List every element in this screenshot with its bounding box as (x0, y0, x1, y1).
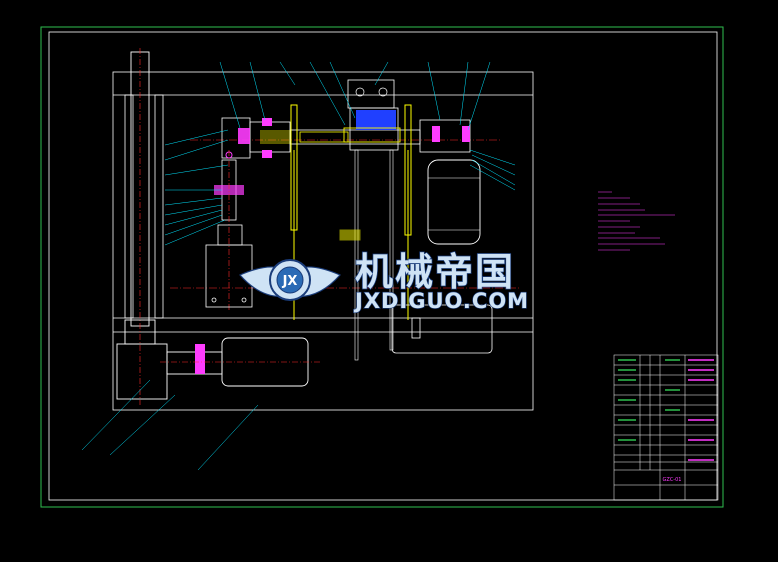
left-spindle (214, 150, 244, 310)
inner-border (48, 31, 718, 501)
top-shaft-assembly (221, 117, 421, 159)
watermark-logo-initials: JX (282, 274, 298, 289)
drawing-code: GZC-01 (663, 477, 682, 483)
watermark-text-cn: 机械帝国 (355, 250, 515, 294)
watermark-text-en: JXDIGUO.COM (353, 289, 529, 313)
leader-lines (81, 61, 516, 471)
outer-border (40, 26, 724, 508)
watermark-logo: JX (239, 259, 341, 301)
right-bearing-assembly (419, 119, 481, 245)
secondary-motor (391, 304, 493, 354)
vertical-column (130, 48, 150, 405)
title-block-entries (618, 359, 714, 461)
center-gearbox (343, 79, 401, 361)
title-block (613, 354, 719, 501)
technical-notes-block (598, 191, 675, 251)
drive-motor (116, 319, 320, 400)
machine-frame (112, 71, 534, 411)
